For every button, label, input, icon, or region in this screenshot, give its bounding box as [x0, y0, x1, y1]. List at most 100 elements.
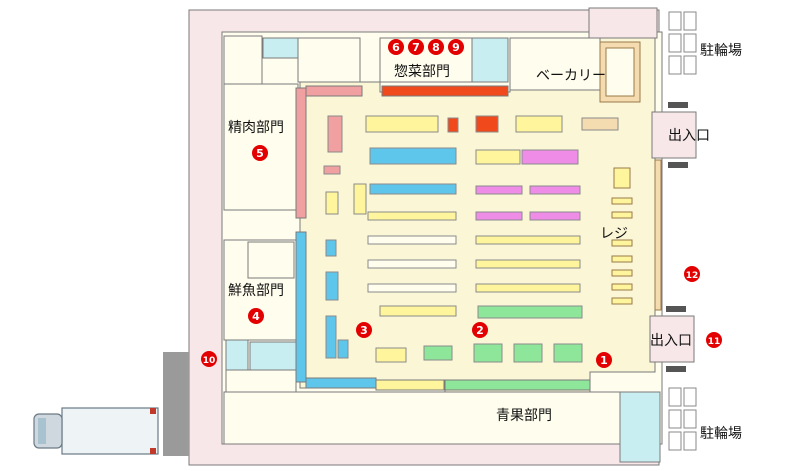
marker-number: 9 — [452, 41, 460, 54]
meat-glass-room — [262, 37, 299, 59]
backroom-top — [297, 37, 361, 83]
shelf — [521, 149, 579, 165]
marker-11: 11 — [706, 332, 722, 348]
label-entrance-bottom: 出入口 — [650, 333, 692, 349]
entrance-top-door-a — [668, 102, 688, 108]
shelf — [423, 345, 453, 361]
shelf — [529, 185, 581, 195]
produce-glass-room — [619, 391, 661, 463]
shelf — [475, 149, 521, 165]
fish-wall-case-bottom — [305, 377, 377, 389]
marker-number: 11 — [708, 337, 721, 347]
label-register: レジ — [600, 226, 628, 242]
parking-bottom-area — [668, 387, 697, 451]
register-counter — [611, 269, 633, 277]
shelf — [475, 185, 523, 195]
register-counter — [613, 167, 631, 189]
shelf — [367, 259, 457, 269]
label-fish: 鮮魚部門 — [228, 283, 284, 299]
meat-wall-case — [295, 87, 307, 219]
marker-2: 2 — [472, 322, 488, 338]
shelf — [379, 305, 457, 317]
marker-1: 1 — [596, 352, 612, 368]
marker-number: 1 — [600, 354, 608, 367]
entrance-top-box — [651, 111, 697, 159]
shelf — [515, 115, 563, 133]
produce-backroom — [223, 391, 621, 445]
bike-rack — [683, 11, 697, 31]
produce-wall-case-green — [444, 379, 591, 391]
produce-wall-case-yellow — [375, 379, 445, 391]
bike-rack — [668, 55, 682, 75]
entrance-corridor — [654, 159, 662, 311]
marker-6: 6 — [388, 39, 404, 55]
shelf — [553, 343, 583, 363]
bakery-room — [509, 37, 601, 91]
register-counter — [611, 255, 633, 263]
bike-rack — [668, 33, 682, 53]
entrance-bottom-door-a — [666, 306, 686, 312]
marker-3: 3 — [356, 322, 372, 338]
register-counter — [611, 283, 633, 291]
shelf — [369, 183, 457, 195]
marker-5: 5 — [252, 145, 268, 161]
shelf — [369, 147, 457, 165]
marker-number: 12 — [686, 271, 699, 281]
shelf — [475, 115, 499, 133]
marker-9: 9 — [448, 39, 464, 55]
truck-wheel — [150, 448, 156, 454]
label-entrance-top: 出入口 — [668, 128, 710, 144]
shelf — [513, 343, 543, 363]
loading-dock — [163, 352, 189, 456]
bike-rack — [668, 431, 682, 451]
fish-prep-room — [247, 241, 295, 279]
bike-rack — [683, 409, 697, 429]
marker-4: 4 — [248, 308, 264, 324]
marker-number: 4 — [252, 310, 260, 323]
register-counter — [611, 197, 633, 205]
utility-rooms-top — [588, 7, 658, 39]
shelf — [529, 211, 581, 221]
truck-cargo — [61, 407, 159, 455]
register-counter — [611, 297, 633, 305]
shelf — [581, 117, 619, 131]
label-parking-top: 駐輪場 — [700, 42, 742, 59]
marker-number: 10 — [203, 356, 216, 366]
shelf — [365, 115, 439, 133]
bike-rack — [668, 11, 682, 31]
shelf — [327, 115, 343, 153]
shelf — [325, 271, 339, 301]
shelf — [325, 315, 337, 359]
shelf — [325, 191, 339, 215]
entrance-bottom-box — [649, 315, 695, 363]
marker-number: 8 — [432, 41, 440, 54]
deli-glass-room — [471, 37, 509, 83]
truck-window — [38, 418, 46, 444]
shelf — [337, 339, 349, 359]
parking-top-area — [668, 11, 697, 75]
truck-wheel — [150, 408, 156, 414]
marker-10: 10 — [201, 351, 217, 367]
meat-wall-case-top — [305, 85, 363, 97]
marker-number: 6 — [392, 41, 400, 54]
shelf — [475, 259, 581, 269]
fish-wall-case — [295, 231, 307, 383]
shelving — [323, 115, 619, 363]
shelf — [475, 283, 581, 293]
register-lanes — [611, 167, 633, 305]
register-counter — [611, 239, 633, 247]
shelf — [325, 239, 337, 257]
label-bakery: ベーカリー — [536, 68, 606, 84]
fish-glass-room-2 — [249, 341, 297, 371]
shelf — [447, 117, 459, 133]
shelf — [367, 211, 457, 221]
label-produce: 青果部門 — [496, 408, 552, 424]
bike-rack — [683, 55, 697, 75]
bike-rack — [668, 387, 682, 407]
shelf — [367, 235, 457, 245]
shelf — [475, 235, 581, 245]
register-counter — [611, 211, 633, 219]
label-parking-bottom: 駐輪場 — [700, 425, 742, 442]
shelf — [375, 347, 407, 363]
